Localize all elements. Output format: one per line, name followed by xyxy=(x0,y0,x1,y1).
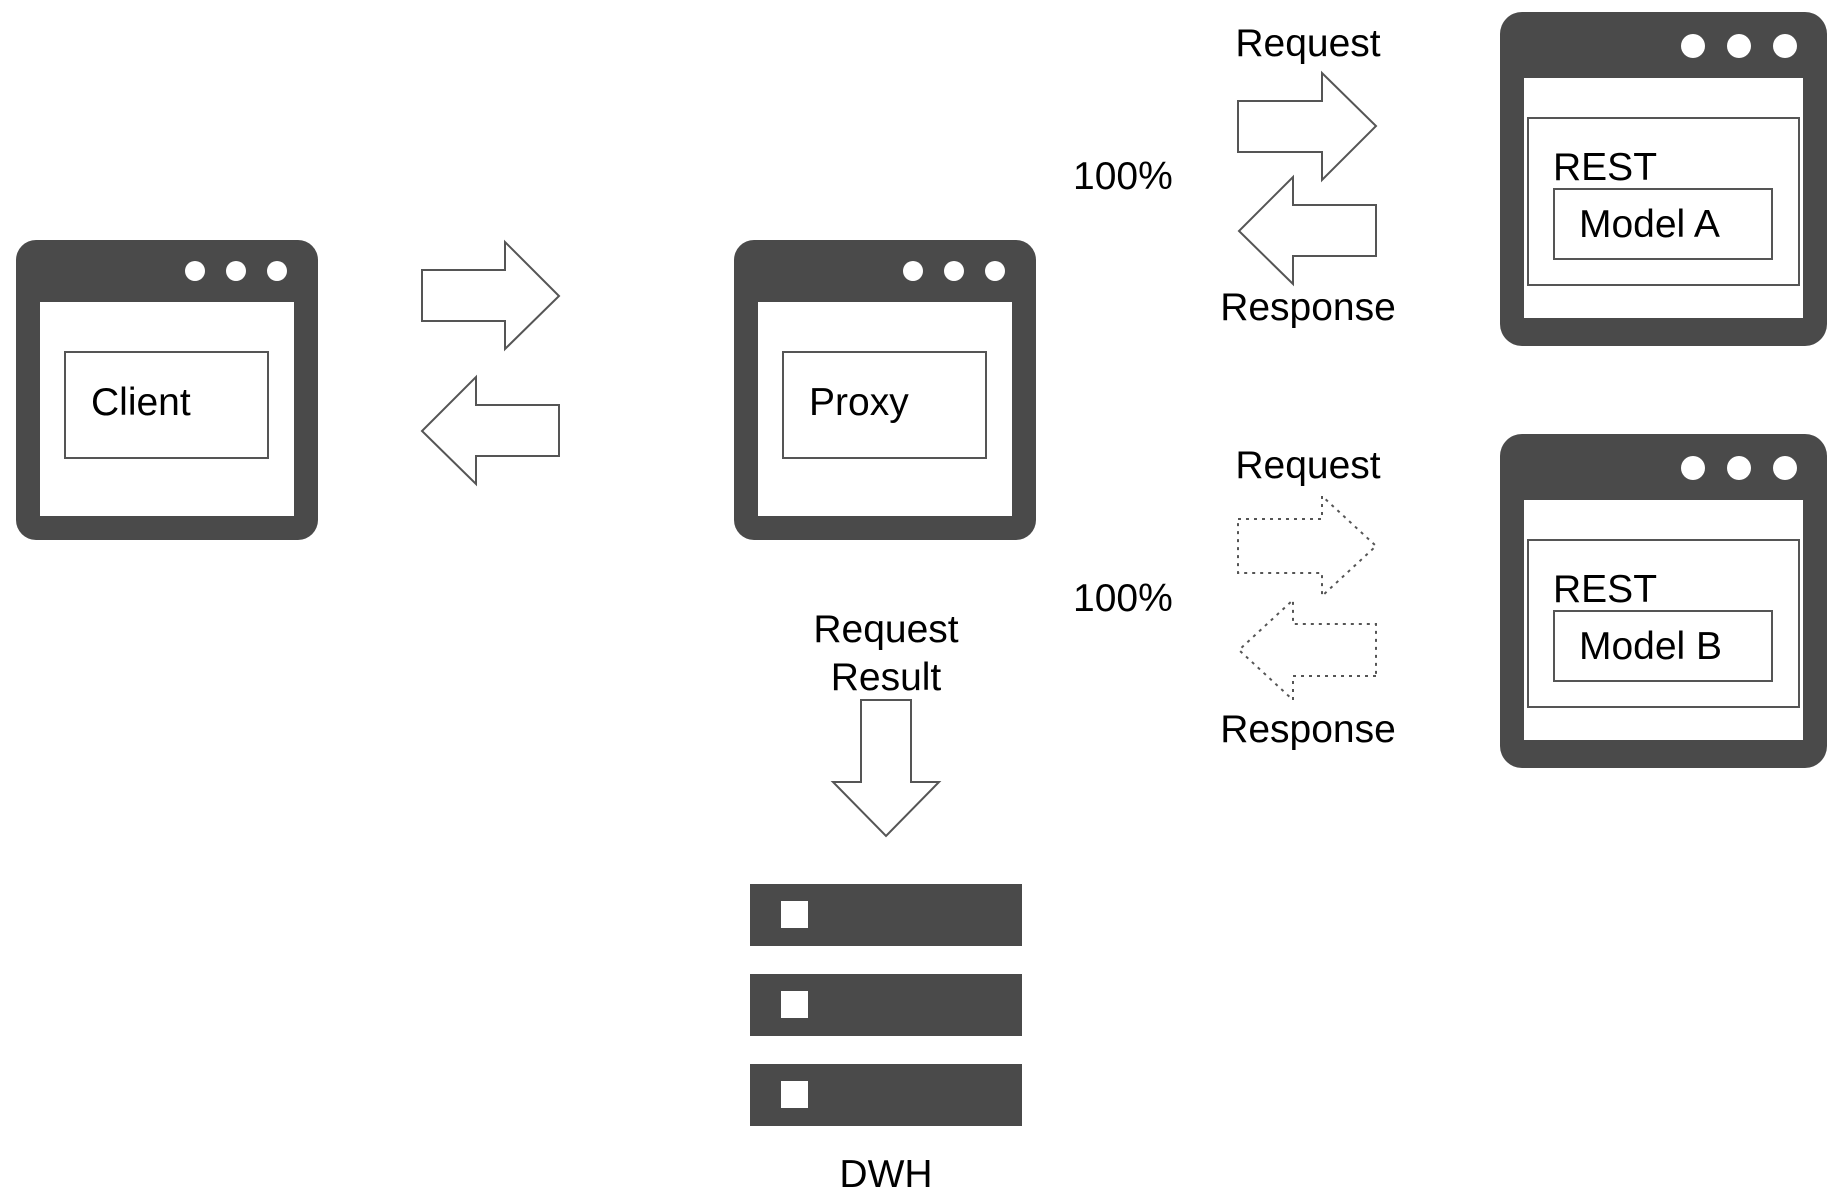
client-to-proxy-arrow xyxy=(421,239,561,352)
model-a-box xyxy=(1553,188,1773,260)
model-a-request-arrow xyxy=(1237,70,1378,183)
model-b-rest-container xyxy=(1527,539,1800,708)
model-b-percent-label: 100% xyxy=(1073,577,1173,620)
proxy-label: Proxy xyxy=(809,381,909,424)
proxy-window xyxy=(734,240,1036,540)
client-label: Client xyxy=(91,381,191,424)
model-b-response-arrow xyxy=(1237,597,1377,703)
model-a-rest-label: REST xyxy=(1553,146,1658,189)
dwh-request-label: Request xyxy=(813,608,959,651)
dwh-label: DWH xyxy=(839,1153,933,1196)
model-a-response-arrow xyxy=(1237,174,1377,287)
model-b-window xyxy=(1500,434,1827,768)
client-box xyxy=(64,351,269,459)
model-a-request-label: Request xyxy=(1235,22,1381,65)
model-b-request-label: Request xyxy=(1235,444,1381,487)
proxy-to-dwh-arrow xyxy=(830,699,942,838)
model-a-window xyxy=(1500,12,1827,346)
client-window xyxy=(16,240,318,540)
model-b-rest-label: REST xyxy=(1553,568,1658,611)
proxy-to-client-arrow xyxy=(420,374,560,487)
model-b-label: Model B xyxy=(1579,625,1723,668)
model-a-response-label: Response xyxy=(1220,286,1396,329)
database-icon xyxy=(750,884,1022,1126)
model-a-percent-label: 100% xyxy=(1073,155,1173,198)
model-b-response-label: Response xyxy=(1220,708,1396,751)
model-b-request-arrow xyxy=(1237,493,1378,599)
model-a-label: Model A xyxy=(1579,203,1720,246)
proxy-box xyxy=(782,351,987,459)
model-a-rest-container xyxy=(1527,117,1800,286)
dwh-result-label: Result xyxy=(830,656,942,699)
model-b-box xyxy=(1553,610,1773,682)
